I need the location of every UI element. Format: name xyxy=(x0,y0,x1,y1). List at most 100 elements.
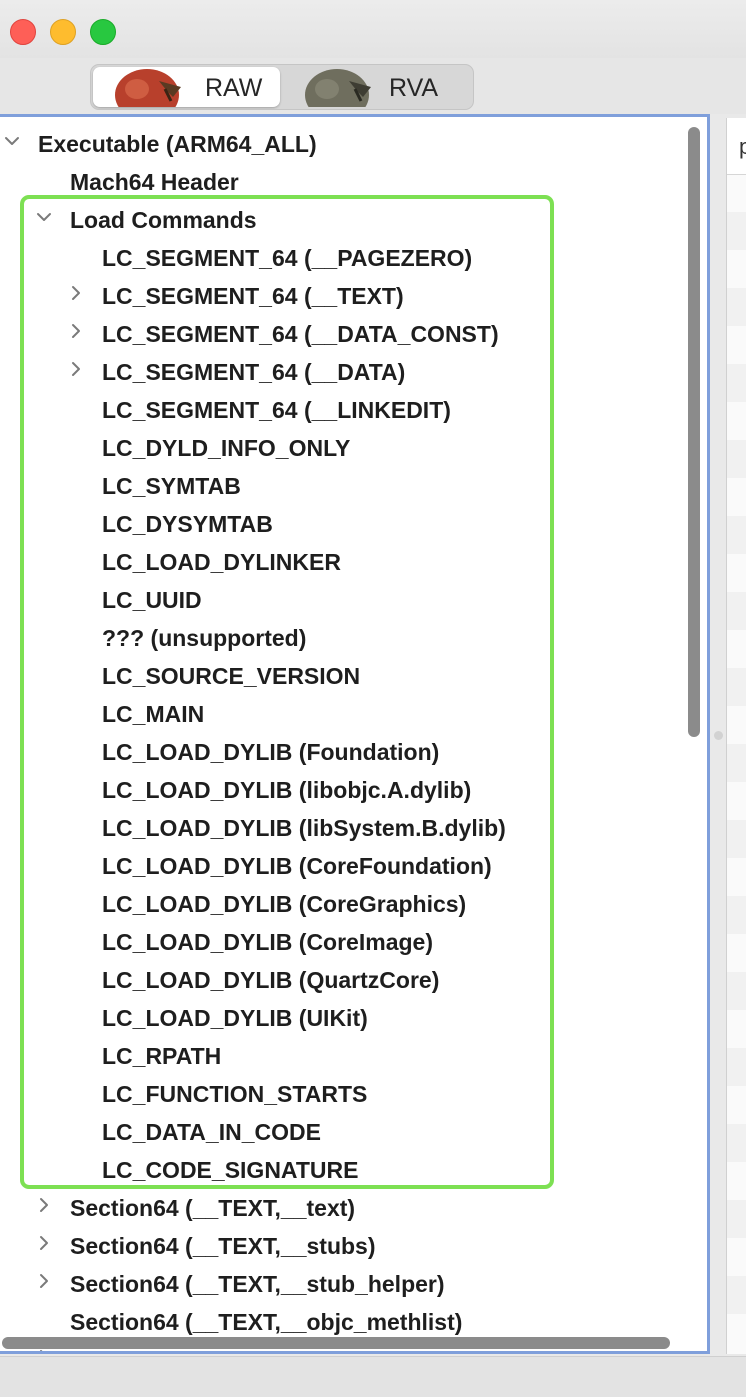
detail-table-row xyxy=(727,668,746,706)
rva-mode-button[interactable]: RVA xyxy=(283,67,471,107)
detail-table-row xyxy=(727,1048,746,1086)
outline-row-label: Section64 (__TEXT,__stub_helper) xyxy=(70,1271,445,1297)
raw-mode-button[interactable]: RAW xyxy=(93,67,280,107)
outline-row-label: LC_RPATH xyxy=(102,1043,222,1069)
outline-row-label: Executable (ARM64_ALL) xyxy=(38,131,317,157)
outline-row[interactable]: Section64 (__TEXT,__stubs) xyxy=(0,1226,700,1264)
raw-mode-label: RAW xyxy=(205,74,263,102)
chevron-down-icon[interactable] xyxy=(4,133,20,149)
address-mode-segmented-control: RAW RVA xyxy=(90,64,474,110)
outline-row-label: LC_SEGMENT_64 (__DATA) xyxy=(102,359,406,385)
outline-row-label: LC_LOAD_DYLIB (UIKit) xyxy=(102,1005,368,1031)
detail-table-row xyxy=(727,1124,746,1162)
chevron-right-icon[interactable] xyxy=(68,285,84,301)
outline-row-label: LC_SEGMENT_64 (__DATA_CONST) xyxy=(102,321,499,347)
rva-mode-label: RVA xyxy=(389,74,439,102)
outline-row[interactable]: LC_SEGMENT_64 (__DATA) xyxy=(0,352,700,390)
detail-table-row xyxy=(727,212,746,250)
outline-row-label: LC_LOAD_DYLIB (libSystem.B.dylib) xyxy=(102,815,506,841)
outline-row-label: LC_LOAD_DYLIB (CoreImage) xyxy=(102,929,433,955)
outline-row-label: LC_CODE_SIGNATURE xyxy=(102,1157,359,1183)
outline-row[interactable]: LC_RPATH xyxy=(0,1036,700,1074)
outline-row[interactable]: Section64 (__TEXT,__objc_methlist) xyxy=(0,1302,700,1340)
outline-row-label: LC_MAIN xyxy=(102,701,205,727)
chevron-right-icon[interactable] xyxy=(36,1349,52,1354)
outline-row-label: LC_LOAD_DYLIB (Foundation) xyxy=(102,739,440,765)
status-bar xyxy=(0,1356,746,1397)
outline-row-label: Section64 (__TEXT,__text) xyxy=(70,1195,356,1221)
outline-row[interactable]: LC_MAIN xyxy=(0,694,700,732)
chevron-right-icon[interactable] xyxy=(36,1273,52,1289)
outline-row-label: LC_SEGMENT_64 (__LINKEDIT) xyxy=(102,397,451,423)
outline-row[interactable]: LC_LOAD_DYLIB (CoreGraphics) xyxy=(0,884,700,922)
outline-row-label: ??? (unsupported) xyxy=(102,625,307,651)
detail-table-row xyxy=(727,820,746,858)
chevron-right-icon[interactable] xyxy=(36,1235,52,1251)
chevron-right-icon[interactable] xyxy=(68,323,84,339)
outline-row-label: Section64 (__TEXT,__objc_methlist) xyxy=(70,1309,463,1335)
outline-row[interactable]: LC_LOAD_DYLINKER xyxy=(0,542,700,580)
outline-row-label: LC_LOAD_DYLIB (libobjc.A.dylib) xyxy=(102,777,472,803)
outline-row[interactable]: LC_SYMTAB xyxy=(0,466,700,504)
outline-row-label: LC_SEGMENT_64 (__TEXT) xyxy=(102,283,404,309)
outline-row[interactable]: Executable (ARM64_ALL) xyxy=(0,124,700,162)
vertical-scrollbar[interactable] xyxy=(688,127,700,737)
detail-table-row xyxy=(727,288,746,326)
detail-table-row xyxy=(727,440,746,478)
outline-row[interactable]: LC_SEGMENT_64 (__TEXT) xyxy=(0,276,700,314)
outline-row[interactable]: LC_LOAD_DYLIB (CoreFoundation) xyxy=(0,846,700,884)
minimize-window-button[interactable] xyxy=(50,19,76,45)
outline-row[interactable]: Section64 (__TEXT,__cstring) xyxy=(0,1340,700,1354)
outline-row[interactable]: LC_SEGMENT_64 (__PAGEZERO) xyxy=(0,238,700,276)
title-bar xyxy=(0,0,746,58)
detail-table-row xyxy=(727,1200,746,1238)
outline-row[interactable]: LC_LOAD_DYLIB (QuartzCore) xyxy=(0,960,700,998)
zoom-window-button[interactable] xyxy=(90,19,116,45)
detail-table-row xyxy=(727,972,746,1010)
outline-row-label: LC_DATA_IN_CODE xyxy=(102,1119,321,1145)
outline-row[interactable]: Load Commands xyxy=(0,200,700,238)
detail-table-row xyxy=(727,896,746,934)
outline-row-label: LC_DYLD_INFO_ONLY xyxy=(102,435,351,461)
outline-row[interactable]: LC_DYLD_INFO_ONLY xyxy=(0,428,700,466)
detail-table-header-label: p xyxy=(739,134,746,159)
detail-table-header: p xyxy=(727,118,746,175)
outline-row-label: LC_LOAD_DYLIB (CoreFoundation) xyxy=(102,853,492,879)
outline-row[interactable]: Section64 (__TEXT,__text) xyxy=(0,1188,700,1226)
outline-row-label: LC_LOAD_DYLINKER xyxy=(102,549,341,575)
split-view-divider-handle[interactable] xyxy=(714,731,723,740)
detail-table-row xyxy=(727,516,746,554)
outline-row[interactable]: ??? (unsupported) xyxy=(0,618,700,656)
horizontal-scrollbar[interactable] xyxy=(2,1337,670,1349)
outline-row[interactable]: LC_LOAD_DYLIB (CoreImage) xyxy=(0,922,700,960)
outline-row-label: LC_SOURCE_VERSION xyxy=(102,663,361,689)
outline-row[interactable]: LC_LOAD_DYLIB (Foundation) xyxy=(0,732,700,770)
outline-row-label: LC_UUID xyxy=(102,587,202,613)
outline-row[interactable]: Mach64 Header xyxy=(0,162,700,200)
outline-row-label: LC_SEGMENT_64 (__PAGEZERO) xyxy=(102,245,473,271)
outline-row[interactable]: LC_DATA_IN_CODE xyxy=(0,1112,700,1150)
outline-row[interactable]: LC_LOAD_DYLIB (libobjc.A.dylib) xyxy=(0,770,700,808)
outline-row-label: Section64 (__TEXT,__stubs) xyxy=(70,1233,376,1259)
detail-table-row xyxy=(727,592,746,630)
chevron-right-icon[interactable] xyxy=(68,361,84,377)
outline-row[interactable]: LC_UUID xyxy=(0,580,700,618)
close-window-button[interactable] xyxy=(10,19,36,45)
outline-row[interactable]: LC_DYSYMTAB xyxy=(0,504,700,542)
outline-row[interactable]: LC_LOAD_DYLIB (UIKit) xyxy=(0,998,700,1036)
outline-row-label: Mach64 Header xyxy=(70,169,239,195)
outline-row[interactable]: LC_SEGMENT_64 (__DATA_CONST) xyxy=(0,314,700,352)
outline-row-label: Load Commands xyxy=(70,207,257,233)
outline-row[interactable]: LC_FUNCTION_STARTS xyxy=(0,1074,700,1112)
outline-row[interactable]: LC_CODE_SIGNATURE xyxy=(0,1150,700,1188)
apple-icon xyxy=(115,69,181,107)
detail-table-row xyxy=(727,1276,746,1314)
chevron-right-icon[interactable] xyxy=(36,1197,52,1213)
outline-row[interactable]: LC_LOAD_DYLIB (libSystem.B.dylib) xyxy=(0,808,700,846)
apple-grey-icon xyxy=(305,69,371,107)
outline-row[interactable]: Section64 (__TEXT,__stub_helper) xyxy=(0,1264,700,1302)
outline-row[interactable]: LC_SEGMENT_64 (__LINKEDIT) xyxy=(0,390,700,428)
outline-row[interactable]: LC_SOURCE_VERSION xyxy=(0,656,700,694)
chevron-down-icon[interactable] xyxy=(36,209,52,225)
